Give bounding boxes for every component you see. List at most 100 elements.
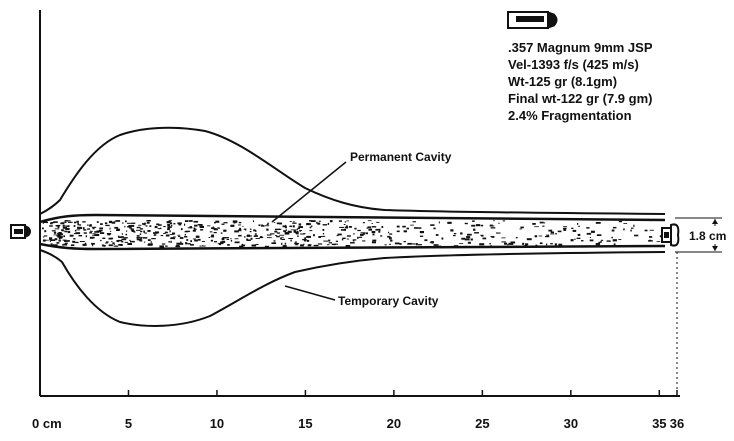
track-speck bbox=[98, 229, 103, 232]
track-speck bbox=[278, 228, 282, 230]
track-speck bbox=[612, 226, 617, 229]
track-speck bbox=[255, 230, 257, 232]
track-speck bbox=[138, 224, 142, 226]
track-speck bbox=[143, 237, 148, 239]
track-speck bbox=[300, 244, 304, 247]
track-speck bbox=[157, 228, 162, 230]
track-speck bbox=[631, 227, 634, 229]
track-speck bbox=[558, 243, 563, 246]
track-speck bbox=[410, 243, 416, 245]
track-speck bbox=[415, 243, 418, 246]
track-speck bbox=[293, 229, 297, 231]
track-speck bbox=[78, 224, 82, 226]
track-speck bbox=[288, 238, 293, 239]
track-speck bbox=[570, 239, 574, 242]
track-speck bbox=[371, 231, 376, 234]
track-speck bbox=[184, 223, 186, 226]
track-speck bbox=[66, 220, 71, 222]
track-speck bbox=[281, 242, 283, 245]
track-speck bbox=[338, 220, 342, 222]
track-speck bbox=[115, 220, 121, 222]
track-speck bbox=[649, 220, 652, 222]
track-speck bbox=[310, 220, 316, 222]
track-speck bbox=[352, 239, 357, 241]
track-speck bbox=[596, 234, 602, 236]
track-speck bbox=[215, 220, 220, 223]
track-speck bbox=[87, 224, 89, 226]
track-speck bbox=[50, 243, 53, 246]
track-speck bbox=[459, 243, 464, 244]
bullet-icon bbox=[507, 11, 558, 29]
track-speck bbox=[136, 238, 139, 241]
track-speck bbox=[96, 221, 99, 223]
track-speck bbox=[124, 241, 129, 243]
track-speck bbox=[482, 237, 487, 240]
track-speck bbox=[125, 233, 128, 236]
track-speck bbox=[255, 238, 260, 239]
track-speck bbox=[419, 231, 424, 234]
track-speck bbox=[441, 237, 444, 240]
track-speck bbox=[403, 241, 406, 243]
track-speck bbox=[273, 222, 276, 223]
track-speck bbox=[586, 227, 590, 229]
track-speck bbox=[213, 229, 218, 231]
track-speck bbox=[491, 236, 495, 238]
track-speck bbox=[298, 223, 302, 226]
track-speck bbox=[167, 224, 171, 227]
track-speck bbox=[239, 227, 242, 230]
track-speck bbox=[419, 235, 424, 237]
track-speck bbox=[384, 244, 387, 246]
track-speck bbox=[273, 240, 276, 242]
track-speck bbox=[534, 226, 539, 228]
track-speck bbox=[148, 243, 153, 245]
track-speck bbox=[322, 229, 325, 231]
track-speck bbox=[65, 228, 70, 231]
track-speck bbox=[212, 226, 215, 228]
track-speck bbox=[189, 226, 193, 229]
track-speck bbox=[158, 224, 162, 226]
track-speck bbox=[649, 236, 653, 238]
track-speck bbox=[266, 237, 272, 239]
track-speck bbox=[266, 228, 269, 231]
track-speck bbox=[322, 224, 328, 226]
track-speck bbox=[299, 230, 302, 231]
track-speck bbox=[167, 228, 170, 231]
track-speck bbox=[311, 225, 313, 227]
track-speck bbox=[545, 235, 550, 238]
track-speck bbox=[214, 241, 217, 243]
track-speck bbox=[113, 243, 115, 245]
track-speck bbox=[341, 238, 344, 241]
bullet-info-block: .357 Magnum 9mm JSP Vel-1393 f/s (425 m/… bbox=[508, 40, 653, 123]
track-speck bbox=[287, 230, 290, 233]
track-speck bbox=[379, 228, 381, 231]
track-speck bbox=[136, 226, 141, 229]
track-speck bbox=[178, 235, 181, 237]
track-speck bbox=[367, 226, 371, 229]
track-speck bbox=[493, 220, 495, 222]
track-speck bbox=[126, 230, 128, 232]
track-speck bbox=[170, 240, 172, 243]
track-speck bbox=[292, 222, 297, 224]
track-speck bbox=[113, 245, 118, 247]
track-speck bbox=[337, 233, 342, 236]
track-speck bbox=[490, 245, 493, 248]
track-speck bbox=[318, 220, 321, 222]
track-speck bbox=[75, 232, 81, 235]
track-speck bbox=[535, 244, 538, 246]
track-speck bbox=[245, 229, 247, 231]
track-speck bbox=[90, 237, 93, 239]
track-speck bbox=[447, 221, 452, 224]
track-speck bbox=[194, 239, 198, 242]
track-speck bbox=[64, 220, 68, 222]
track-speck bbox=[309, 230, 313, 232]
axis-ticks bbox=[39, 390, 678, 396]
track-speck bbox=[345, 245, 351, 247]
track-speck bbox=[466, 238, 469, 240]
track-speck bbox=[548, 229, 553, 232]
track-speck bbox=[254, 235, 258, 237]
track-speck bbox=[217, 243, 223, 245]
track-speck bbox=[598, 241, 601, 243]
track-speck bbox=[358, 236, 363, 238]
track-speck bbox=[550, 243, 553, 245]
track-speck bbox=[57, 236, 59, 238]
